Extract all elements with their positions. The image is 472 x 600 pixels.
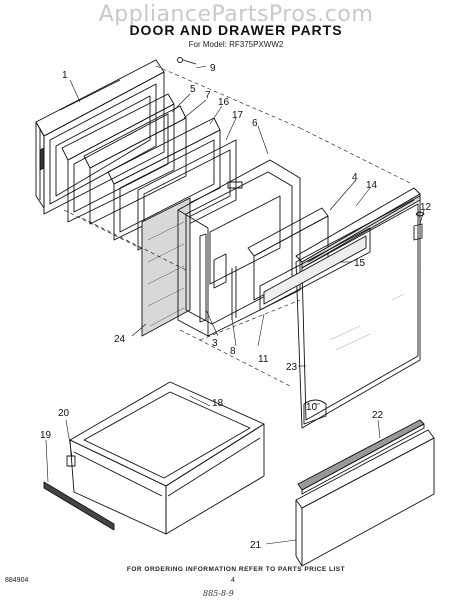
callout-10: 10	[306, 402, 318, 413]
page-number: 4	[231, 577, 235, 584]
callout-labels: 1 9 5 7 16 17 6 4 14 12 15 24 3 8 11 23 …	[40, 63, 432, 551]
callout-22: 22	[372, 410, 384, 421]
diagram-code: 884904	[5, 577, 29, 584]
drawer-rail	[43, 481, 115, 531]
hinge-bracket	[199, 233, 237, 323]
callout-9: 9	[210, 63, 216, 74]
callout-7: 7	[205, 90, 211, 101]
drawer-trim	[297, 419, 425, 495]
callout-15: 15	[354, 258, 366, 269]
callout-19: 19	[40, 430, 52, 441]
callout-14: 14	[366, 180, 378, 191]
callout-23: 23	[286, 362, 298, 373]
screw	[177, 57, 197, 65]
diagram-title: DOOR AND DRAWER PARTS	[129, 22, 343, 38]
callout-18: 18	[212, 398, 224, 409]
storage-drawer	[66, 381, 265, 535]
callout-16: 16	[218, 97, 230, 108]
callout-4: 4	[352, 172, 358, 183]
insulation-pad	[141, 197, 191, 337]
callout-6: 6	[252, 118, 258, 129]
callout-3: 3	[212, 338, 218, 349]
outer-door-frame	[35, 59, 165, 215]
inner-glass-frame	[61, 93, 175, 223]
door-liner	[107, 117, 221, 241]
inner-door-panel	[177, 159, 301, 337]
model-subtitle: For Model: RF375PXWW2	[188, 40, 284, 49]
inner-glass-panel	[83, 105, 187, 225]
callout-8: 8	[230, 346, 236, 357]
callout-5: 5	[190, 84, 196, 95]
callout-24: 24	[114, 334, 126, 345]
handwritten-note: 885-8-9	[203, 589, 234, 598]
door-vent-trim	[295, 187, 421, 269]
callout-1: 1	[62, 70, 68, 81]
watermark: AppliancePartsPros.com	[98, 2, 374, 27]
callout-17: 17	[232, 110, 244, 121]
drawer-front-panel	[295, 429, 435, 567]
callout-leaders	[45, 65, 425, 545]
ordering-info-note: FOR ORDERING INFORMATION REFER TO PARTS …	[126, 566, 346, 573]
callout-21: 21	[250, 540, 262, 551]
outer-door-panel	[259, 195, 421, 429]
callout-20: 20	[58, 408, 70, 419]
callout-12: 12	[420, 202, 432, 213]
callout-11: 11	[258, 354, 269, 365]
